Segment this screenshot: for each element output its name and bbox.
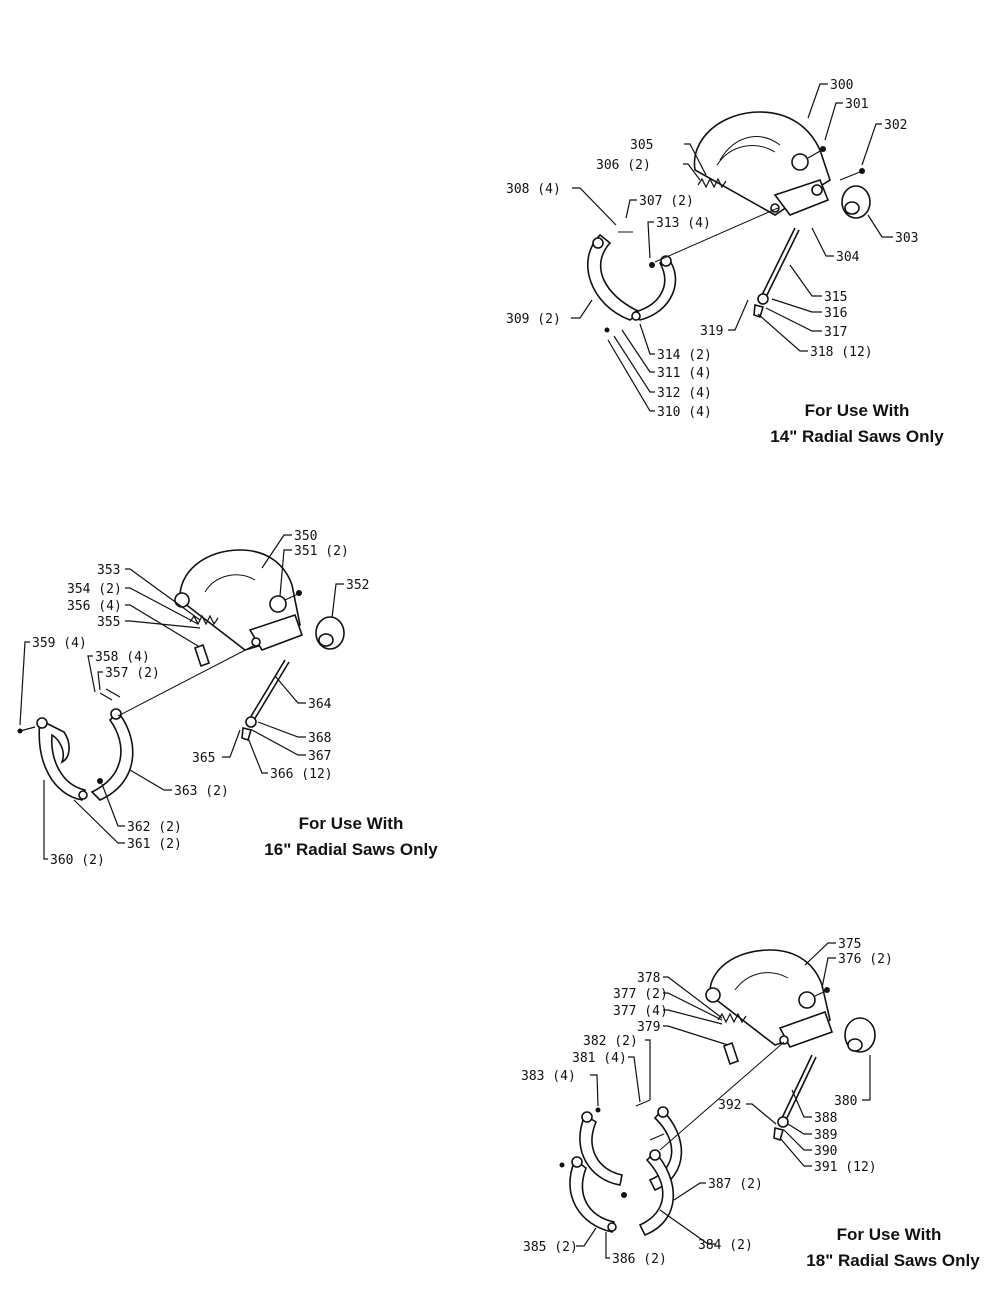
label-308: 308 (4)	[506, 182, 561, 197]
label-305: 305	[630, 138, 653, 153]
caption-line2: 16" Radial Saws Only	[264, 840, 438, 859]
label-304: 304	[836, 250, 860, 265]
label-375: 375	[838, 937, 861, 952]
blade-guard-housing	[174, 549, 304, 651]
label-302: 302	[884, 118, 907, 133]
label-359: 359 (4)	[32, 636, 87, 651]
label-319: 319	[700, 324, 723, 339]
leader-lines	[19, 534, 344, 860]
screw-icon	[559, 987, 830, 1168]
label-392: 392	[718, 1098, 741, 1113]
label-383: 383 (4)	[521, 1069, 576, 1084]
label-356: 356 (4)	[67, 599, 122, 614]
diagram-18in: 375 376 (2) 377 (2) 377 (4) 378 379 380 …	[521, 937, 980, 1270]
elbow-knob	[315, 616, 345, 650]
blade-guard-housing	[705, 949, 834, 1048]
label-384: 384 (2)	[698, 1238, 753, 1253]
label-376: 376 (2)	[838, 952, 893, 967]
label-379: 379	[637, 1020, 660, 1035]
label-389: 389	[814, 1128, 837, 1143]
label-351: 351 (2)	[294, 544, 349, 559]
label-391: 391 (12)	[814, 1160, 877, 1175]
caption-line2: 18" Radial Saws Only	[806, 1251, 980, 1270]
label-317: 317	[824, 325, 847, 340]
spring-icon	[99, 614, 219, 701]
label-350: 350	[294, 529, 317, 544]
label-307: 307 (2)	[639, 194, 694, 209]
anti-kickback-rod	[753, 227, 800, 319]
label-357: 357 (2)	[105, 666, 160, 681]
label-387: 387 (2)	[708, 1177, 763, 1192]
diagram-14in: 300 301 302 303 304 305 306 (2) 307 (2) …	[506, 78, 944, 446]
label-310: 310 (4)	[657, 405, 712, 420]
lower-blade-guard	[36, 708, 134, 801]
label-318: 318 (12)	[810, 345, 873, 360]
spring-icon	[635, 1012, 747, 1141]
label-301: 301	[845, 97, 868, 112]
label-315: 315	[824, 290, 847, 305]
caption-line2: 14" Radial Saws Only	[770, 427, 944, 446]
label-368: 368	[308, 731, 331, 746]
elbow-knob	[844, 1017, 876, 1053]
blade-guard-housing	[693, 111, 831, 216]
label-380: 380	[834, 1094, 857, 1109]
leader-lines	[571, 83, 893, 412]
label-360: 360 (2)	[50, 853, 105, 868]
label-377b: 377 (4)	[613, 1004, 668, 1019]
label-313: 313 (4)	[656, 216, 711, 231]
label-303: 303	[895, 231, 918, 246]
label-390: 390	[814, 1144, 837, 1159]
elbow-knob	[841, 185, 871, 219]
label-386: 386 (2)	[612, 1252, 667, 1267]
lower-blade-guard-upper	[579, 1106, 683, 1192]
label-309: 309 (2)	[506, 312, 561, 327]
label-388: 388	[814, 1111, 837, 1126]
label-314: 314 (2)	[657, 348, 712, 363]
label-316: 316	[824, 306, 847, 321]
label-353: 353	[97, 563, 120, 578]
label-381: 381 (4)	[572, 1051, 627, 1066]
leader-lines	[576, 942, 871, 1259]
caption-line1: For Use With	[837, 1225, 942, 1244]
lower-blade-guard-lower	[569, 1149, 675, 1237]
label-352: 352	[346, 578, 369, 593]
label-378: 378	[637, 971, 660, 986]
label-377a: 377 (2)	[613, 987, 668, 1002]
label-364: 364	[308, 697, 332, 712]
screw-icon	[807, 146, 865, 181]
label-367: 367	[308, 749, 331, 764]
label-365: 365	[192, 751, 215, 766]
label-355: 355	[97, 615, 120, 630]
spring-icon	[697, 177, 727, 189]
anti-kickback-rod	[241, 659, 290, 742]
label-311: 311 (4)	[657, 366, 712, 381]
label-362: 362 (2)	[127, 820, 182, 835]
label-306: 306 (2)	[596, 158, 651, 173]
diagram-16in: 350 351 (2) 352 353 354 (2) 355 356 (4) …	[17, 529, 438, 868]
screw-icon	[17, 590, 302, 734]
label-385: 385 (2)	[523, 1240, 578, 1255]
label-366: 366 (12)	[270, 767, 333, 782]
label-382: 382 (2)	[583, 1034, 638, 1049]
caption-line1: For Use With	[299, 814, 404, 833]
label-354: 354 (2)	[67, 582, 122, 597]
label-312: 312 (4)	[657, 386, 712, 401]
caption-line1: For Use With	[805, 401, 910, 420]
label-361: 361 (2)	[127, 837, 182, 852]
label-363: 363 (2)	[174, 784, 229, 799]
label-358: 358 (4)	[95, 650, 150, 665]
label-300: 300	[830, 78, 853, 93]
lower-blade-guard	[586, 233, 677, 333]
anti-kickback-rod	[773, 1054, 817, 1142]
